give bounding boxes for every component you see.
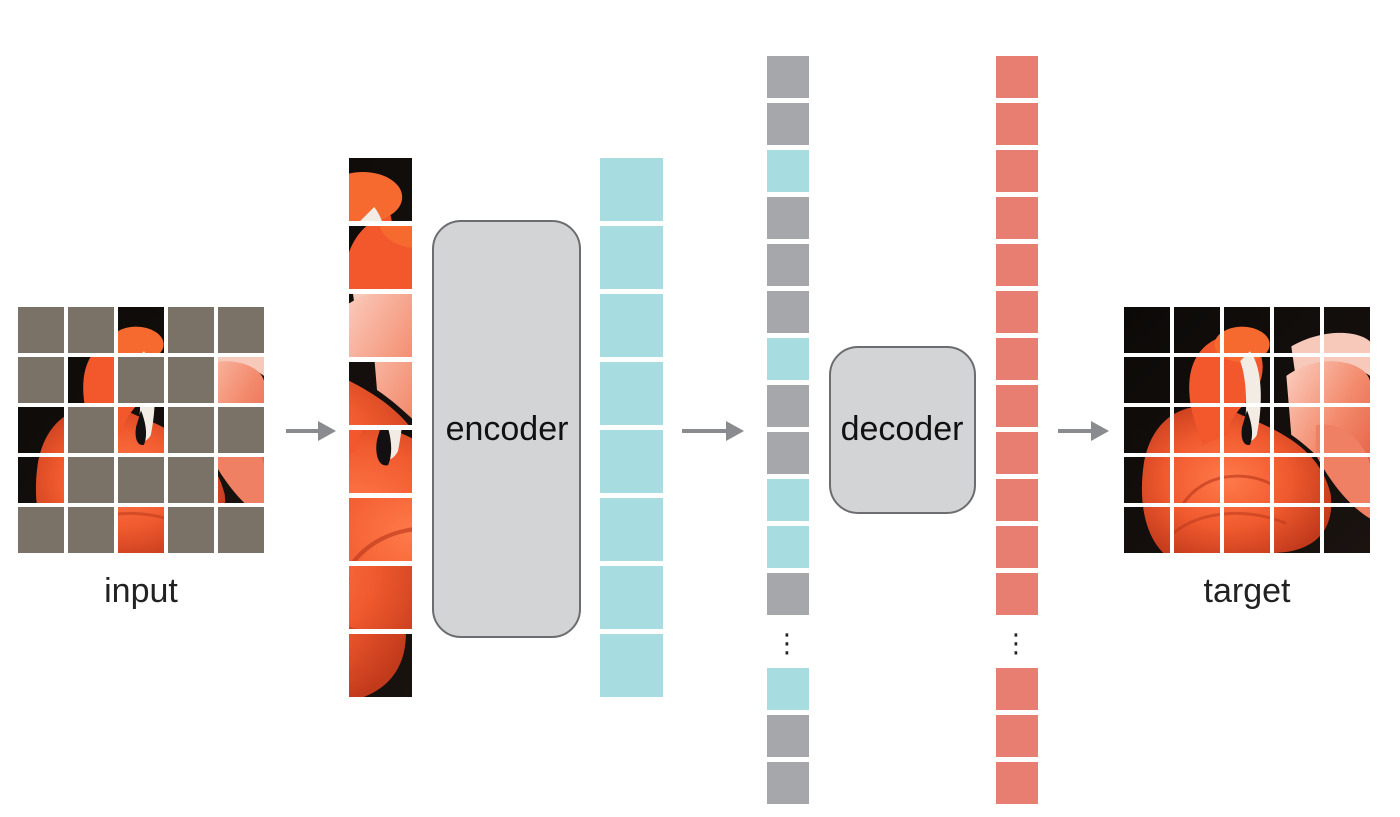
output-token — [996, 197, 1038, 239]
mask-token — [767, 385, 809, 427]
input-label: input — [104, 572, 178, 610]
target-grid — [1124, 307, 1370, 553]
decoder-label: decoder — [841, 410, 964, 448]
arrow-icon — [286, 421, 336, 441]
visible-token — [767, 479, 809, 521]
input-masked-cell — [218, 407, 264, 453]
encoded-token — [600, 566, 663, 629]
decoder-box: decoder — [829, 346, 976, 514]
input-masked-cell — [18, 507, 64, 553]
input-grid — [18, 307, 264, 553]
input-masked-cell — [68, 307, 114, 353]
input-masked-cell — [168, 407, 214, 453]
ellipsis-icon: ⋮ — [774, 629, 800, 659]
arrow-icon — [682, 421, 744, 441]
encoded-token — [600, 362, 663, 425]
encoded-token — [600, 430, 663, 493]
encoded-tokens-column — [600, 158, 663, 697]
output-token — [996, 573, 1038, 615]
output-token — [996, 338, 1038, 380]
output-token — [996, 762, 1038, 804]
encoder-label: encoder — [446, 410, 569, 448]
input-masked-cell — [168, 307, 214, 353]
ellipsis-icon: ⋮ — [1003, 629, 1029, 659]
mask-token — [767, 103, 809, 145]
target-label: target — [1204, 572, 1291, 610]
flamingo-image-icon — [1124, 307, 1370, 553]
input-masked-cell — [68, 507, 114, 553]
output-token — [996, 103, 1038, 145]
encoded-token — [600, 294, 663, 357]
encoded-token — [600, 158, 663, 221]
visible-token — [767, 150, 809, 192]
input-masked-cell — [218, 307, 264, 353]
mask-token — [767, 432, 809, 474]
output-token — [996, 385, 1038, 427]
input-masked-cell — [168, 507, 214, 553]
output-token — [996, 668, 1038, 710]
input-masked-cell — [168, 457, 214, 503]
mask-token — [767, 762, 809, 804]
mask-token — [767, 56, 809, 98]
input-masked-cell — [218, 507, 264, 553]
output-token — [996, 291, 1038, 333]
input-masked-cell — [118, 357, 164, 403]
output-token — [996, 479, 1038, 521]
output-token — [996, 56, 1038, 98]
encoder-box: encoder — [432, 220, 581, 638]
input-masked-cell — [18, 307, 64, 353]
visible-token — [767, 526, 809, 568]
input-masked-cell — [68, 457, 114, 503]
visible-token — [767, 668, 809, 710]
mask-token — [767, 573, 809, 615]
arrow-icon — [1058, 421, 1109, 441]
mask-token — [767, 244, 809, 286]
output-token — [996, 715, 1038, 757]
input-masked-cell — [168, 357, 214, 403]
encoded-token — [600, 498, 663, 561]
output-token — [996, 526, 1038, 568]
encoded-token — [600, 226, 663, 289]
output-token — [996, 244, 1038, 286]
output-token — [996, 432, 1038, 474]
mask-token — [767, 715, 809, 757]
full-token-sequence-column — [767, 56, 809, 804]
encoded-token — [600, 634, 663, 697]
input-masked-cell — [118, 457, 164, 503]
mask-token — [767, 197, 809, 239]
input-masked-cell — [68, 407, 114, 453]
mask-token — [767, 291, 809, 333]
output-token — [996, 150, 1038, 192]
input-masked-cell — [18, 357, 64, 403]
visible-token — [767, 338, 809, 380]
output-tokens-column — [996, 56, 1038, 804]
